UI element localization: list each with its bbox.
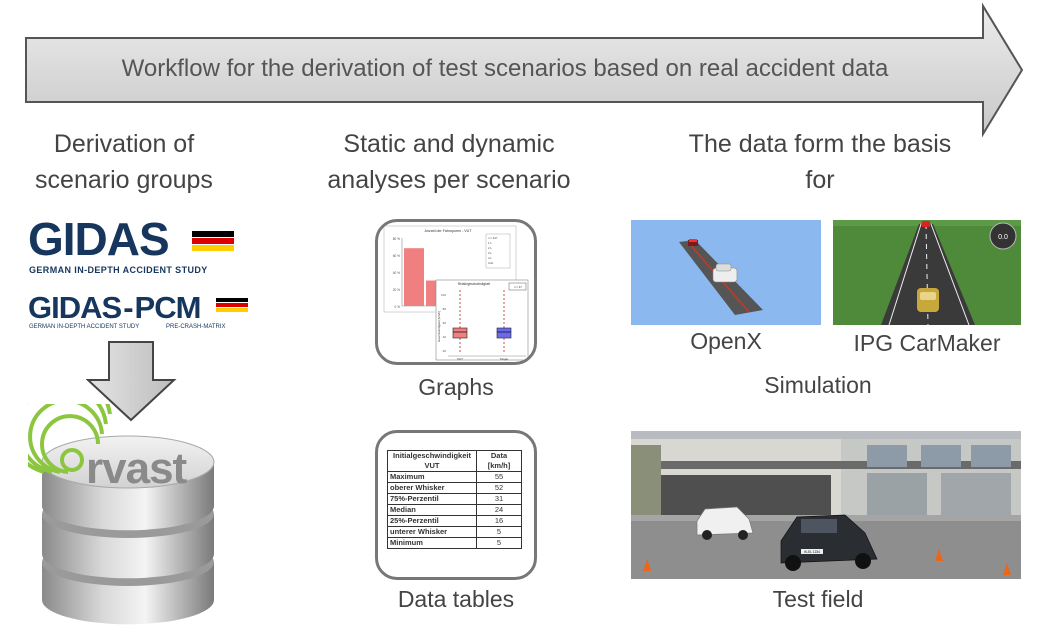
carmaker-label: IPG CarMaker xyxy=(853,330,1001,356)
gidas-subtitle: GERMAN IN-DEPTH ACCIDENT STUDY xyxy=(29,265,208,275)
openx-screenshot xyxy=(631,220,821,325)
box-plot-category-vut: VUT xyxy=(457,357,463,361)
legend-entry: 1 L xyxy=(488,241,492,245)
gidas-logo: GIDAS GERMAN IN-DEPTH ACCIDENT STUDY xyxy=(28,213,238,280)
ytick-label: 80 xyxy=(443,307,447,311)
data-table-header-col1: Initialgeschwindigkeit VUT xyxy=(387,450,477,472)
gidas-pcm-subtitle-right: PRE-CRASH-MATRIX xyxy=(166,324,226,330)
database-icon xyxy=(28,404,215,625)
row-label: oberer Whisker xyxy=(387,482,477,494)
test-car-plate: IK-EL 1234 xyxy=(804,550,820,554)
analyses-heading: Static and dynamic analyses per scenario xyxy=(318,126,580,198)
derivation-heading: Derivation of scenario groups xyxy=(0,126,248,198)
box-plot-ylabel: Geschwindigkeit [km/h] xyxy=(437,311,441,342)
test-field-caption: Test field xyxy=(772,586,864,612)
row-label: 75%-Perzentil xyxy=(387,493,477,505)
gidas-pcm-dash: - xyxy=(123,290,133,325)
box-plot-title: Relativgeschwindigkeit xyxy=(458,282,490,286)
legend-entry: 3 L xyxy=(488,251,492,255)
test-field-photo: IK-EL 1234 xyxy=(631,431,1021,579)
carmaker-car-icon xyxy=(917,288,939,312)
openx-car-icon xyxy=(712,263,738,283)
openx-label: OpenX xyxy=(690,328,762,354)
box xyxy=(452,327,468,339)
gidas-pcm-wordmark: GIDAS-PCM xyxy=(28,290,202,326)
derivation-heading-line1: Derivation of xyxy=(53,130,195,158)
ytick-label: 60 % xyxy=(393,254,400,258)
german-flag-icon xyxy=(192,231,234,251)
carmaker-screenshot: 0.0 xyxy=(833,220,1021,325)
ytick-label: 80 % xyxy=(393,237,400,241)
gidas-pcm-word-left: GIDAS xyxy=(28,290,122,325)
box-plot-yticks: 100 80 60 40 20 xyxy=(441,293,446,353)
graphs-caption: Graphs xyxy=(418,374,494,400)
box-plot-legend: n = 47 xyxy=(514,285,522,289)
gidas-pcm-logo: GIDAS-PCM GERMAN IN-DEPTH ACCIDENT STUDY… xyxy=(28,290,248,332)
ytick-label: 100 xyxy=(441,293,446,297)
row-label: Minimum xyxy=(387,537,477,549)
ytick-label: 0 % xyxy=(395,305,401,309)
data-table: Initialgeschwindigkeit VUT Data [km/h] M… xyxy=(387,450,522,549)
analyses-heading-line2: analyses per scenario xyxy=(327,166,571,194)
ytick-label: 40 % xyxy=(393,271,400,275)
ytick-label: 40 xyxy=(443,335,447,339)
gidas-pcm-word-right: PCM xyxy=(134,290,202,325)
legend-entry: 2 L xyxy=(488,246,492,250)
bar-chart-yticks: 80 % 60 % 40 % 20 % 0 % xyxy=(393,237,400,309)
workflow-title: Workflow for the derivation of test scen… xyxy=(121,55,889,82)
row-value: 24 xyxy=(476,504,522,516)
row-value: 16 xyxy=(476,515,522,527)
legend-entry: Unb. xyxy=(488,261,494,265)
basis-heading-line1: The data form the basis xyxy=(688,130,952,158)
graphs-panel: 80 % 60 % 40 % 20 % 0 % Anzahl der Fahrspure… xyxy=(375,219,537,365)
down-arrow-icon xyxy=(86,341,177,422)
legend-entry: n = 447 xyxy=(488,236,498,240)
gidas-pcm-subtitle-left: GERMAN IN-DEPTH ACCIDENT STUDY xyxy=(29,324,140,330)
simulation-caption: Simulation xyxy=(764,372,872,398)
derivation-heading-line2: scenario groups xyxy=(35,166,213,194)
carmaker-speed-readout: 0.0 xyxy=(998,234,1008,241)
row-label: 25%-Perzentil xyxy=(387,515,477,527)
analyses-heading-line1: Static and dynamic xyxy=(343,130,555,158)
row-value: 5 xyxy=(476,526,522,538)
legend-entry: 4 L xyxy=(488,256,492,260)
ervast-wordmark: rvast xyxy=(86,444,187,493)
row-label: Maximum xyxy=(387,471,477,483)
row-value: 52 xyxy=(476,482,522,494)
gidas-wordmark: GIDAS xyxy=(28,213,170,265)
row-label: unterer Whisker xyxy=(387,526,477,538)
ytick-label: 60 xyxy=(443,321,447,325)
ytick-label: 20 % xyxy=(393,288,400,292)
bar xyxy=(404,248,424,306)
row-value: 5 xyxy=(476,537,522,549)
box-plot xyxy=(452,290,512,354)
box xyxy=(496,327,512,339)
ervast-swirl-icon xyxy=(28,404,112,474)
workflow-arrow xyxy=(25,2,1024,138)
box-plot-category-target: Target xyxy=(500,357,509,361)
row-value: 55 xyxy=(476,471,522,483)
graphs-svg: 80 % 60 % 40 % 20 % 0 % Anzahl der Fahrspure… xyxy=(383,225,529,361)
bar-chart-title: Anzahl der Fahrspuren - VUT xyxy=(425,229,473,233)
row-label: Median xyxy=(387,504,477,516)
ytick-label: 20 xyxy=(443,349,447,353)
test-car-dark-icon xyxy=(780,514,878,571)
data-table-panel: Initialgeschwindigkeit VUT Data [km/h] M… xyxy=(375,430,537,580)
test-car-white-icon xyxy=(696,506,754,540)
data-tables-caption: Data tables xyxy=(397,586,515,612)
basis-heading: The data form the basis for xyxy=(660,126,980,198)
german-flag-small-icon xyxy=(216,298,248,312)
basis-heading-line2: for xyxy=(805,166,835,194)
data-table-header-col2: Data [km/h] xyxy=(476,450,522,472)
row-value: 31 xyxy=(476,493,522,505)
